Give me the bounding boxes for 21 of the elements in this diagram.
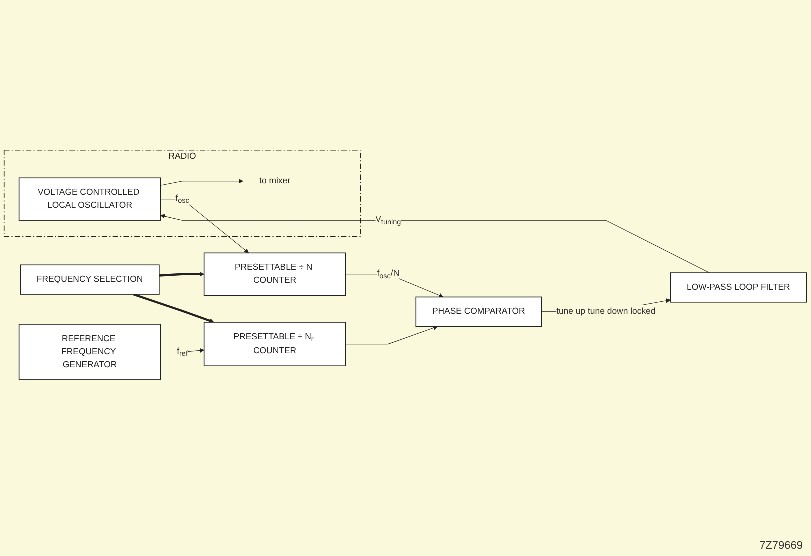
edge-label: f$_{osc}$/N [377, 268, 400, 280]
arrow [345, 274, 444, 298]
figure-number: 7Z79669 [760, 540, 803, 552]
node-box: FREQUENCY SELECTION [20, 264, 160, 295]
arrow [133, 293, 214, 324]
node-box: PRESETTABLE ÷ N COUNTER [204, 252, 346, 296]
edge-label: f$_{osc}$ [176, 194, 190, 205]
edge-label: f$_{ref}$ [177, 346, 188, 358]
node-text: to mixer [260, 176, 290, 186]
arrow [160, 178, 244, 186]
node-box: PHASE COMPARATOR [416, 296, 542, 327]
node-box: LOW-PASS LOOP FILTER [670, 272, 808, 303]
node-box: VOLTAGE CONTROLLED LOCAL OSCILLATOR [18, 178, 162, 221]
arrow [160, 198, 250, 254]
node-box: PRESETTABLE ÷ N$_{r}$ COUNTER [204, 322, 346, 366]
node-box: REFERENCE FREQUENCY GENERATOR [18, 324, 162, 380]
arrow [159, 272, 205, 277]
edge-label: tune up tune down locked [556, 306, 656, 316]
edge-label: V$_{tuning}$ [376, 214, 402, 226]
arrow [160, 214, 710, 274]
arrow [345, 326, 438, 344]
